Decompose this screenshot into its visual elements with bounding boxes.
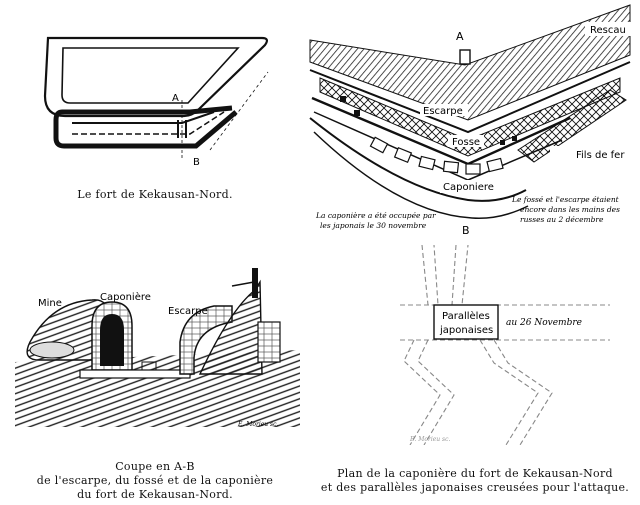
cross-section-caption-line-3: du fort de Kekausan-Nord. [77, 488, 233, 501]
wire-label: Fils de fer [576, 150, 625, 161]
angle-label-b: B [462, 224, 470, 237]
fosse-label: Fosse [452, 137, 480, 148]
caponiere-label: Caponiere [443, 182, 494, 193]
section-label-a: A [172, 93, 179, 104]
fort-plan-caption: Le fort de Kekausan-Nord. [77, 188, 233, 201]
fort-plan-figure: A B Le fort de Kekausan-Nord. [0, 0, 300, 210]
cross-section-caption-line-2: de l'escarpe, du fossé et de la caponièr… [36, 474, 274, 487]
cross-section-caption: Coupe en A-B de l'escarpe, du fossé et d… [20, 460, 290, 502]
date-label: au 26 Novembre [506, 318, 582, 328]
trench-caption-line-2: et des parallèles japonaises creusées po… [320, 481, 630, 494]
angle-label-a: A [456, 30, 464, 43]
note-left-line-1: La caponière a été occupée par [315, 211, 436, 220]
caponiere-detail-drawing: A B Rescau Escarpe Fosse Caponiere Fils … [309, 4, 635, 237]
paralleles-label: Parallèles [442, 310, 490, 322]
trench-signature: E. Morieu sc. [409, 436, 450, 443]
japonaises-label: japonaises [439, 325, 493, 336]
rescau-label: Rescau [590, 25, 626, 36]
cross-section-caption-line-1: Coupe en A-B [115, 460, 195, 473]
trench-plan-figure: Parallèles japonaises au 26 Novembre E. … [310, 244, 640, 505]
cross-section-figure: Mine Caponière Escarpe E. Morieu sc. Cou… [0, 262, 310, 505]
note-left-line-2: les japonais le 30 novembre [320, 221, 427, 230]
trench-plan-caption: Plan de la caponière du fort de Kekausan… [310, 467, 640, 495]
fort-outline-drawing: A B [43, 36, 269, 168]
mine-label: Mine [38, 298, 62, 309]
caponiere-detail-figure: A B Rescau Escarpe Fosse Caponiere Fils … [300, 0, 640, 245]
section-label-b: B [193, 157, 200, 168]
note-right-line-3: russes au 2 décembre [520, 215, 604, 224]
escarpe-label: Escarpe [423, 106, 463, 117]
note-right-line-1: Le fossé et l'escarpe étaient [511, 195, 620, 204]
trench-caption-line-1: Plan de la caponière du fort de Kekausan… [337, 467, 613, 480]
note-right-line-2: encore dans les mains des [520, 205, 620, 214]
caponiere-section-label: Caponière [100, 291, 151, 303]
engraver-signature: E. Morieu sc. [237, 421, 278, 428]
escarpe-section-label: Escarpe [168, 306, 208, 317]
trench-plan-drawing: Parallèles japonaises au 26 Novembre E. … [400, 244, 610, 446]
cross-section-drawing: Mine Caponière Escarpe E. Morieu sc. [15, 268, 300, 428]
